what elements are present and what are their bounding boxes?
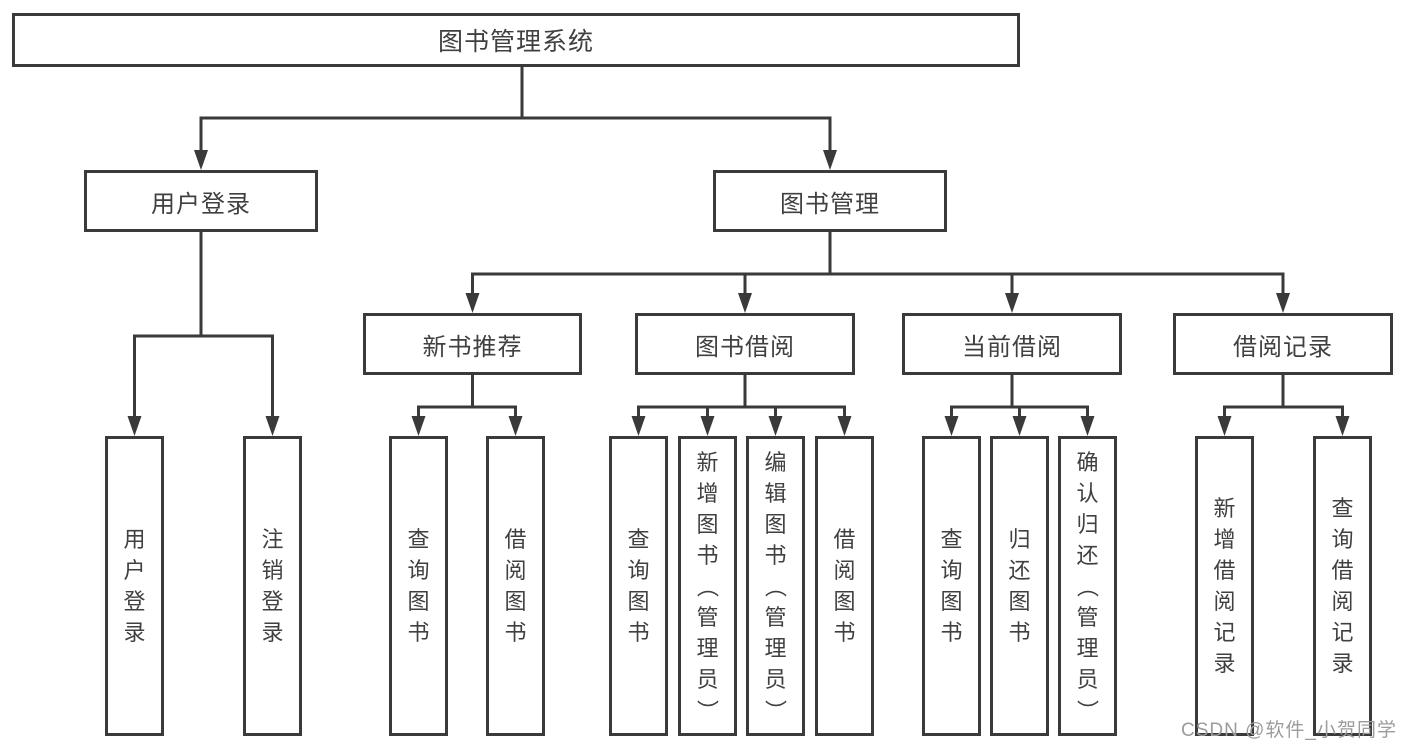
node-current-borrowing: 当前借阅	[902, 313, 1122, 375]
node-book-borrowing: 图书借阅	[635, 313, 855, 375]
node-label: 借阅记录	[1233, 333, 1333, 361]
node-user-login: 用户登录	[84, 170, 318, 232]
leaf-borrow-books-recommend: 借阅图书	[486, 436, 545, 736]
leaf-user-login: 用户登录	[105, 436, 164, 736]
node-label: 图书管理	[780, 190, 880, 218]
leaf-add-borrow-record: 新增借阅记录	[1195, 436, 1254, 736]
leaf-return-books: 归还图书	[990, 436, 1049, 736]
leaf-add-books-admin: 新增图书（管理员）	[678, 436, 737, 736]
leaf-query-books-recommend: 查询图书	[389, 436, 448, 736]
leaf-query-books-current: 查询图书	[922, 436, 981, 736]
node-label: 用户登录	[151, 190, 251, 218]
node-new-book-recommendation: 新书推荐	[363, 313, 582, 375]
node-label: 图书管理系统	[437, 28, 594, 56]
watermark: CSDN @软件_小贺同学	[1181, 720, 1397, 741]
leaf-logout: 注销登录	[243, 436, 302, 736]
node-label: 新书推荐	[422, 333, 523, 361]
leaf-confirm-return-admin: 确认归还（管理员）	[1058, 436, 1117, 736]
node-label: 当前借阅	[962, 333, 1062, 361]
leaf-query-borrow-record: 查询借阅记录	[1313, 436, 1372, 736]
node-borrowing-records: 借阅记录	[1173, 313, 1393, 375]
node-book-management: 图书管理	[713, 170, 947, 232]
leaf-query-books-borrowing: 查询图书	[609, 436, 668, 736]
node-library-management-system: 图书管理系统	[12, 13, 1020, 67]
node-label: 图书借阅	[695, 333, 795, 361]
leaf-borrow-books-borrowing: 借阅图书	[815, 436, 874, 736]
leaf-edit-books-admin: 编辑图书（管理员）	[746, 436, 805, 736]
